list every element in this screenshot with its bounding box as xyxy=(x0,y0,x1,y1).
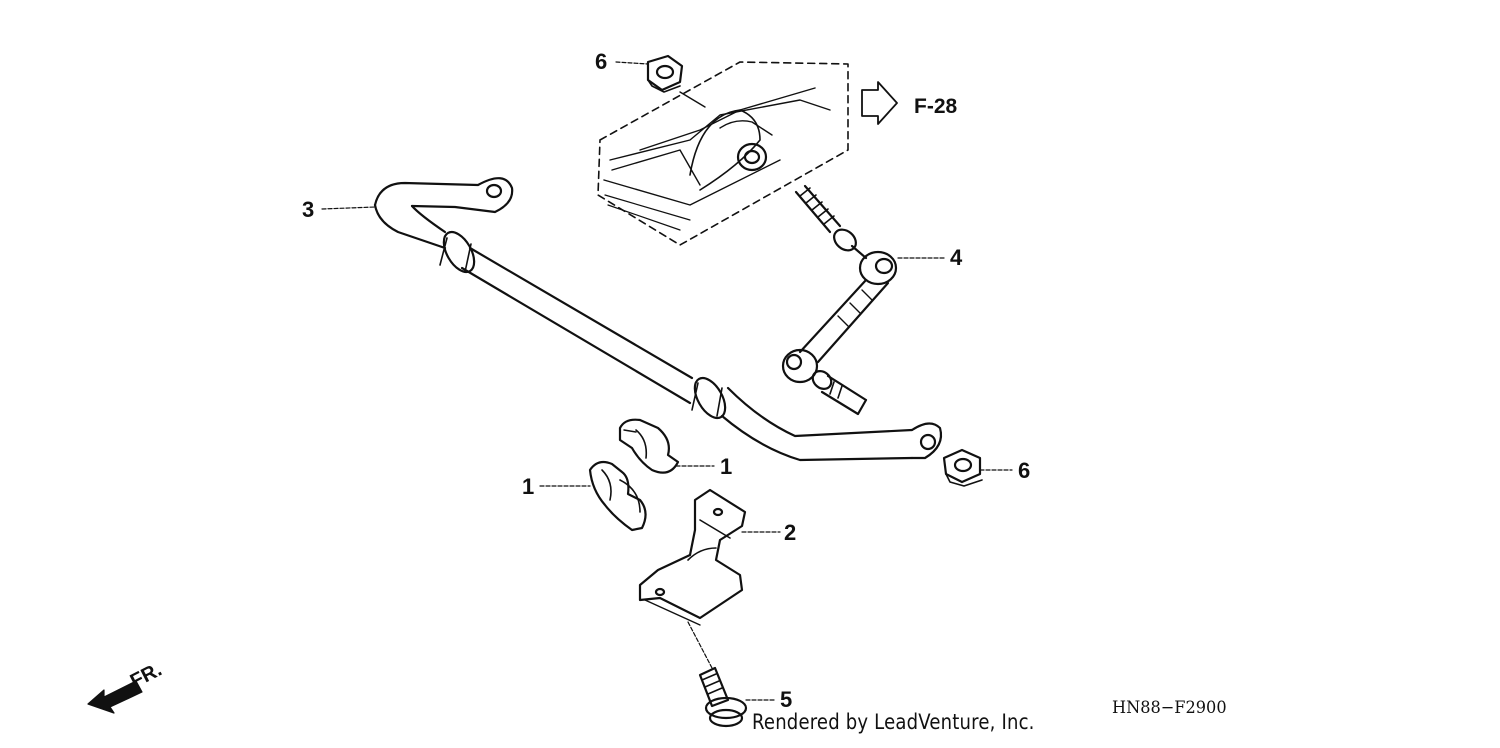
flange-nut-lower xyxy=(942,448,983,487)
stabilizer-link xyxy=(781,184,898,416)
callout-5: 5 xyxy=(780,687,793,712)
leader-lines xyxy=(321,61,1013,701)
reference-label: F-28 xyxy=(914,95,958,118)
flange-nut-upper xyxy=(646,54,684,93)
callout-3: 3 xyxy=(302,197,315,222)
callout-4: 4 xyxy=(950,245,963,270)
reference-arrow-icon xyxy=(861,81,898,125)
diagram-code: HN88−F2900 xyxy=(1112,698,1227,718)
bushing-lower xyxy=(588,460,647,532)
callout-6-upper: 6 xyxy=(595,49,608,74)
front-direction-arrow-icon xyxy=(87,680,143,714)
stabilizer-holder xyxy=(638,488,747,626)
callout-1-upper: 1 xyxy=(720,454,733,479)
callout-6-lower: 6 xyxy=(1018,458,1031,483)
callout-2: 2 xyxy=(784,520,797,545)
bushing-upper xyxy=(618,418,680,474)
stabilizer-bar xyxy=(373,177,943,462)
render-credit: Rendered by LeadVenture, Inc. xyxy=(752,710,1035,734)
flange-bolt xyxy=(698,666,748,728)
callout-1-lower: 1 xyxy=(522,474,535,499)
frame-section xyxy=(597,61,849,246)
